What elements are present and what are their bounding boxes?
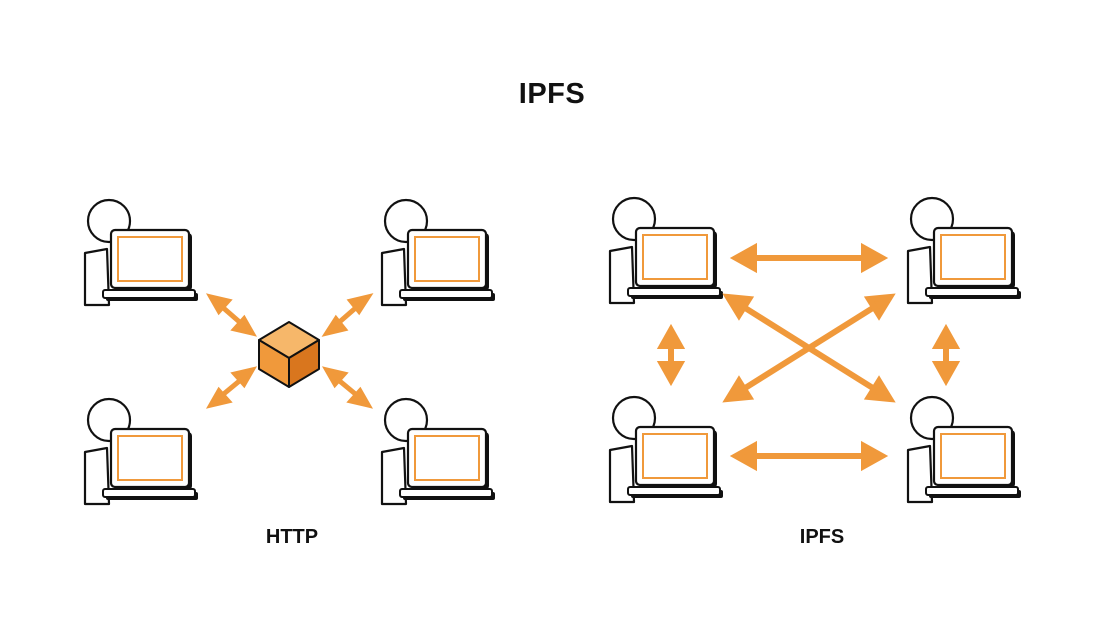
ipfs-node-top-right xyxy=(906,196,1023,305)
http-node-bottom-left xyxy=(83,397,200,506)
double-arrow-icon xyxy=(656,323,686,387)
ipfs-panel xyxy=(608,196,1023,504)
double-arrow-icon xyxy=(321,293,374,337)
double-arrow-icon xyxy=(321,366,374,409)
ipfs-node-top-left xyxy=(608,196,725,305)
double-arrow-icon xyxy=(722,293,896,403)
double-arrow-icon xyxy=(205,293,258,337)
ipfs-caption: IPFS xyxy=(799,526,845,548)
double-arrow-icon xyxy=(722,293,896,403)
double-arrow-icon xyxy=(931,323,961,387)
double-arrow-icon xyxy=(205,366,258,409)
double-arrow-icon xyxy=(729,440,889,472)
http-node-top-left xyxy=(83,198,200,307)
http-node-bottom-right xyxy=(380,397,497,506)
ipfs-node-bottom-left xyxy=(608,395,725,504)
server-cube-icon xyxy=(258,321,320,388)
page-title: IPFS xyxy=(518,78,586,110)
http-panel xyxy=(83,198,497,506)
ipfs-node-bottom-right xyxy=(906,395,1023,504)
http-node-top-right xyxy=(380,198,497,307)
http-caption: HTTP xyxy=(265,526,319,548)
double-arrow-icon xyxy=(729,242,889,274)
